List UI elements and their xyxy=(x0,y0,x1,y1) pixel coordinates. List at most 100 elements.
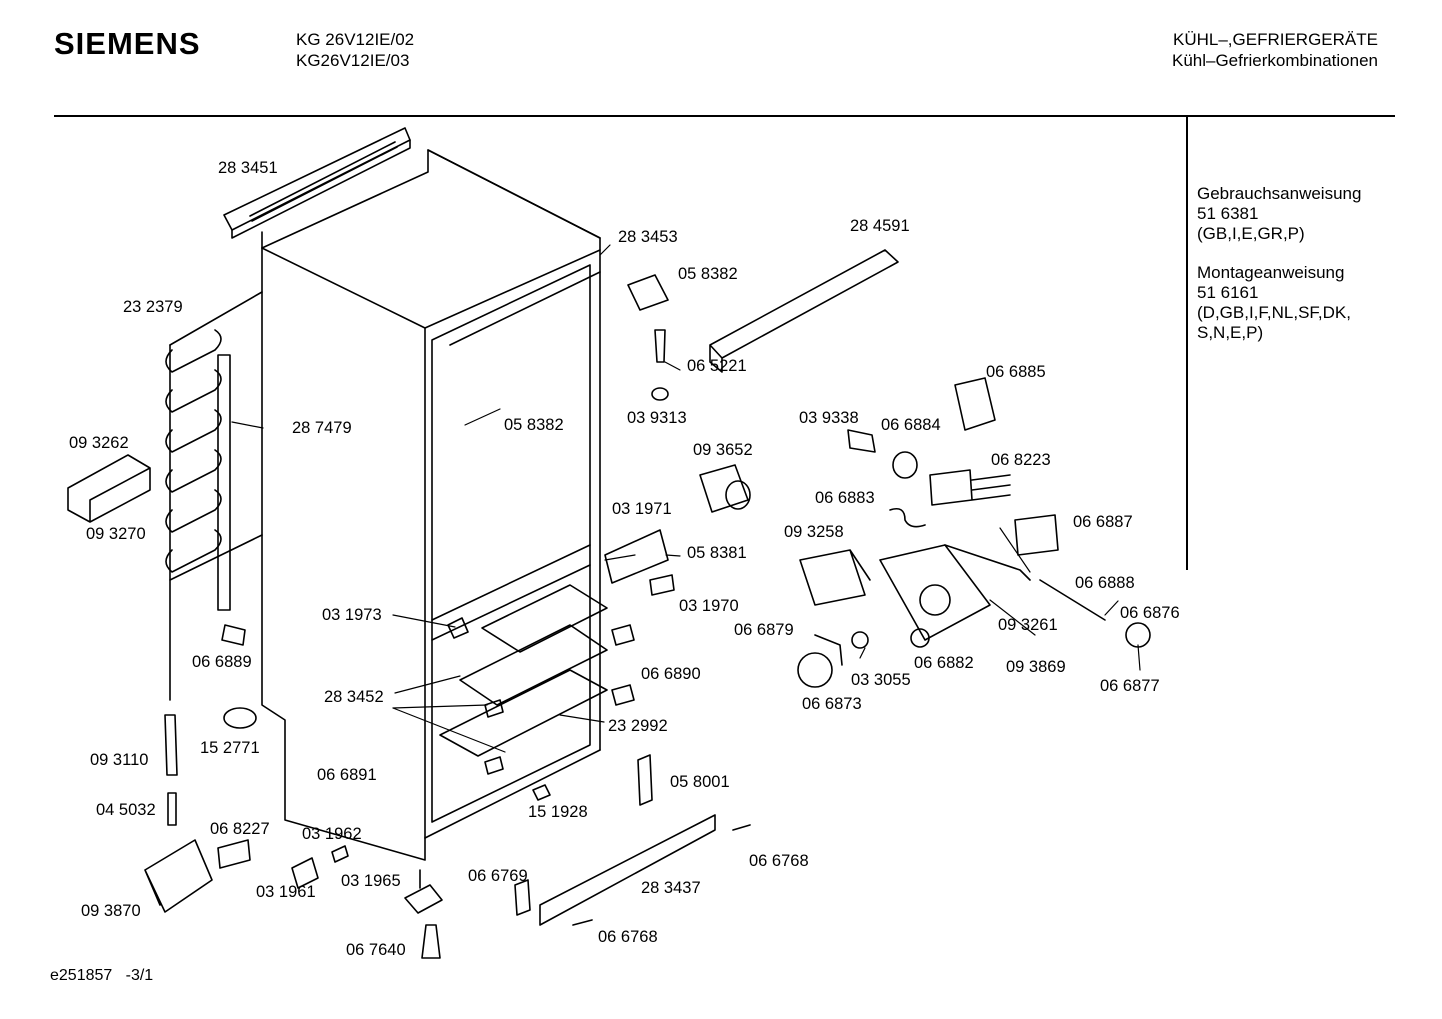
thermostat-housing-part xyxy=(799,549,871,606)
part-label: 28 3453 xyxy=(618,228,678,246)
part-label: 06 6879 xyxy=(734,621,794,639)
manual-languages: (GB,I,E,GR,P) xyxy=(1197,224,1305,243)
control-dial-part xyxy=(919,584,951,616)
install-title: Montageanweisung xyxy=(1197,263,1345,282)
part-label: 06 6884 xyxy=(881,416,941,434)
sidebar-divider xyxy=(1186,117,1188,570)
document-code: e251857 -3/1 xyxy=(50,967,154,984)
switch-part xyxy=(929,469,1011,506)
brand-logo: SIEMENS xyxy=(54,26,201,61)
nut-part xyxy=(851,631,869,649)
ring-part xyxy=(892,451,918,479)
part-label: 04 5032 xyxy=(96,801,156,819)
part-label: 06 6887 xyxy=(1073,513,1133,531)
part-label: 28 4591 xyxy=(850,217,910,235)
pin-right-part xyxy=(814,634,843,666)
hinge-bracket-part xyxy=(604,529,669,584)
thermostat-bracket-part xyxy=(954,377,996,431)
part-label: 09 3261 xyxy=(998,616,1058,634)
shelf-lower xyxy=(439,669,608,757)
part-label: 09 3258 xyxy=(784,523,844,541)
lamp-socket-part xyxy=(217,839,251,869)
part-label: 28 3437 xyxy=(641,879,701,897)
top-vent-panel xyxy=(223,127,411,239)
knob-part xyxy=(223,707,257,729)
part-label: 28 7479 xyxy=(292,419,352,437)
manual-title: Gebrauchsanweisung xyxy=(1197,184,1362,203)
part-label: 03 1970 xyxy=(679,597,739,615)
part-label: 06 6769 xyxy=(468,867,528,885)
shelf-middle xyxy=(459,624,608,706)
control-knob-part xyxy=(797,652,833,688)
lamp-socket-right-part xyxy=(847,429,876,453)
bushing-part xyxy=(651,387,669,401)
part-label: 05 8382 xyxy=(504,416,564,434)
part-label: 06 6882 xyxy=(914,654,974,672)
part-label: 09 3110 xyxy=(90,751,149,769)
shelf-support-parts xyxy=(611,624,635,706)
part-label: 03 1965 xyxy=(341,872,401,890)
part-label: 09 3869 xyxy=(1006,658,1066,676)
part-label: 06 6889 xyxy=(192,653,252,671)
bracket-part xyxy=(404,869,443,914)
refrigerator-cabinet xyxy=(261,149,601,861)
part-label: 28 3452 xyxy=(324,688,384,706)
part-label: 15 1928 xyxy=(528,803,588,821)
sensor-part xyxy=(164,714,178,776)
shelf-upper xyxy=(481,584,608,653)
hinge-pin-part xyxy=(447,617,469,639)
part-label: 06 6873 xyxy=(802,695,862,713)
clip-part xyxy=(221,624,246,646)
part-label: 09 3652 xyxy=(693,441,753,459)
part-label: 06 5221 xyxy=(687,357,747,375)
capillary-part xyxy=(944,544,1031,581)
bolt-part xyxy=(654,329,666,363)
part-label: 06 7640 xyxy=(346,941,406,959)
part-label: 06 6891 xyxy=(317,766,377,784)
part-label: 09 3870 xyxy=(81,902,141,920)
part-label: 06 6768 xyxy=(598,928,658,946)
cover-part xyxy=(532,784,551,801)
cable-clip-part xyxy=(1125,622,1151,648)
part-label: 28 3451 xyxy=(218,159,278,177)
part-label: 03 1971 xyxy=(612,500,672,518)
part-label: 03 9338 xyxy=(799,409,859,427)
fan-grille-part xyxy=(725,480,751,510)
leader-lines xyxy=(231,244,1141,753)
part-label: 03 3055 xyxy=(851,671,911,689)
part-label: 06 6768 xyxy=(749,852,809,870)
part-label: 03 1961 xyxy=(256,883,316,901)
sensor-tip-part xyxy=(167,792,177,826)
part-label: 06 6888 xyxy=(1075,574,1135,592)
part-label: 05 8382 xyxy=(678,265,738,283)
part-label: 06 6883 xyxy=(815,489,875,507)
part-label: 06 6890 xyxy=(641,665,701,683)
tray-part xyxy=(67,454,151,523)
foot-part xyxy=(421,924,441,959)
fan-part xyxy=(699,464,749,513)
manual-number: 51 6381 xyxy=(1197,204,1259,223)
part-label: 05 8381 xyxy=(687,544,747,562)
install-languages-1: (D,GB,I,F,NL,SF,DK, xyxy=(1197,303,1351,322)
part-label: 03 9313 xyxy=(627,409,687,427)
install-languages-2: S,N,E,P) xyxy=(1197,323,1264,342)
rod-part xyxy=(1039,579,1106,621)
screw-cover-part xyxy=(514,879,531,916)
lower-hinge-part xyxy=(637,754,653,806)
lamp-housing-part xyxy=(144,839,213,913)
part-label: 06 8227 xyxy=(210,820,270,838)
header-divider xyxy=(54,115,1395,117)
part-label: 23 2992 xyxy=(608,717,668,735)
spring-part xyxy=(889,507,926,528)
part-label: 15 2771 xyxy=(200,739,260,757)
part-label: 06 6877 xyxy=(1100,677,1160,695)
install-number: 51 6161 xyxy=(1197,283,1259,302)
model-number-1: KG 26V12IE/02 xyxy=(296,30,415,49)
part-label: 09 3262 xyxy=(69,434,129,452)
kickplate xyxy=(539,814,716,926)
model-number-2: KG26V12IE/03 xyxy=(296,51,410,70)
part-label: 06 6885 xyxy=(986,363,1046,381)
pin-part xyxy=(331,845,349,863)
part-label: 06 6876 xyxy=(1120,604,1180,622)
shelf-clip-parts xyxy=(484,699,504,775)
